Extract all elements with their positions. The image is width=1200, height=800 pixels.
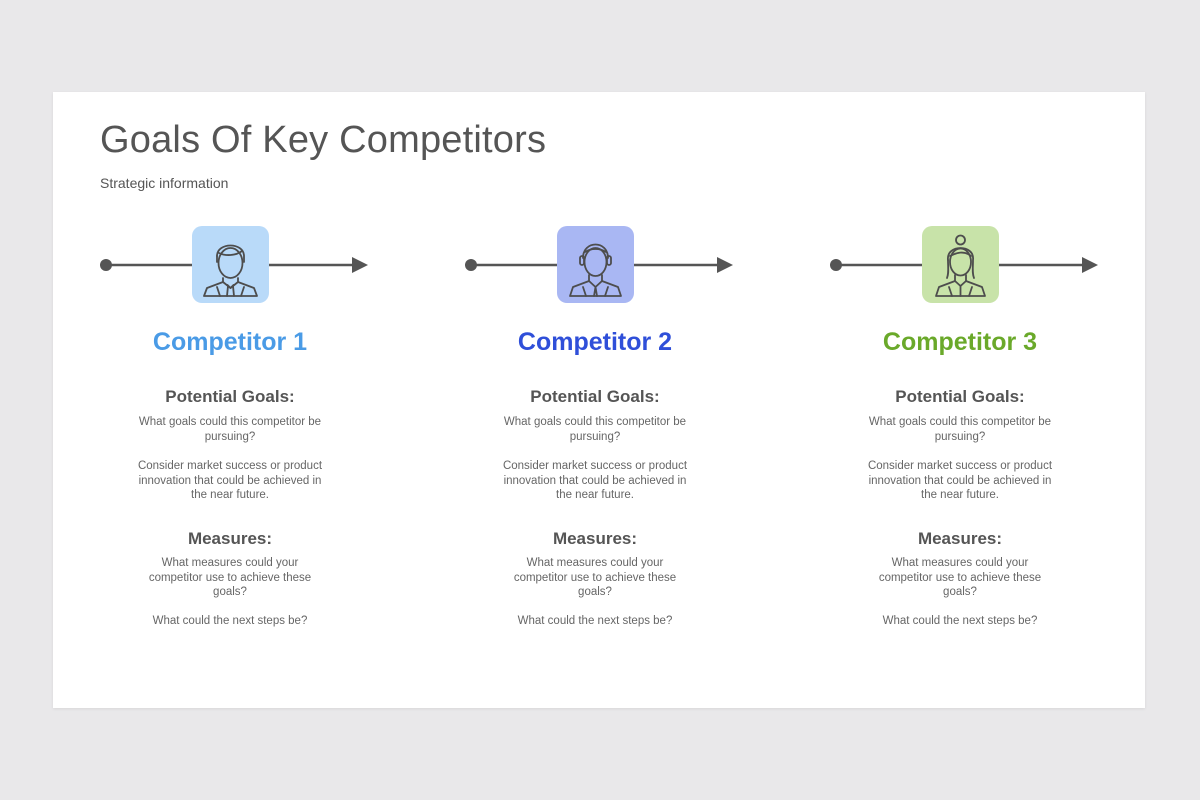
competitor-card-1: Competitor 1 Potential Goals: What goals… — [97, 226, 387, 646]
avatar-box — [922, 226, 999, 303]
goals-question: What goals could this competitor be purs… — [503, 416, 687, 443]
goals-question: What goals could this competitor be purs… — [138, 416, 322, 443]
competitor-name: Competitor 2 — [517, 328, 673, 356]
goals-text: Consider market success or product innov… — [137, 460, 323, 501]
goals-text: Consider market success or product innov… — [502, 460, 688, 501]
slide-subtitle: Strategic information — [100, 175, 229, 191]
measures-heading: Measures: — [917, 529, 1003, 548]
measures-question: What measures could your competitor use … — [878, 557, 1042, 598]
measures-text: What could the next steps be? — [882, 615, 1038, 627]
measures-heading: Measures: — [187, 529, 273, 548]
goals-question: What goals could this competitor be purs… — [868, 416, 1052, 443]
measures-text: What could the next steps be? — [152, 615, 308, 627]
competitor-name: Competitor 1 — [152, 328, 308, 356]
avatar-box — [557, 226, 634, 303]
slide-title: Goals Of Key Competitors — [100, 119, 547, 161]
measures-question: What measures could your competitor use … — [148, 557, 312, 598]
slide: Goals Of Key Competitors Strategic infor… — [53, 92, 1145, 708]
measures-text: What could the next steps be? — [517, 615, 673, 627]
measures-heading: Measures: — [552, 529, 638, 548]
competitor-card-2: Competitor 2 Potential Goals: What goals… — [462, 226, 752, 646]
businessman-tie-icon — [203, 244, 258, 297]
measures-question: What measures could your competitor use … — [513, 557, 677, 598]
businesswoman-icon — [935, 234, 986, 297]
goals-heading: Potential Goals: — [165, 387, 295, 406]
businessman-headset-icon — [569, 243, 622, 297]
competitor-card-3: Competitor 3 Potential Goals: What goals… — [827, 226, 1117, 646]
goals-text: Consider market success or product innov… — [867, 460, 1053, 501]
goals-heading: Potential Goals: — [530, 387, 660, 406]
goals-heading: Potential Goals: — [895, 387, 1025, 406]
competitor-name: Competitor 3 — [882, 328, 1038, 356]
avatar-box — [192, 226, 269, 303]
